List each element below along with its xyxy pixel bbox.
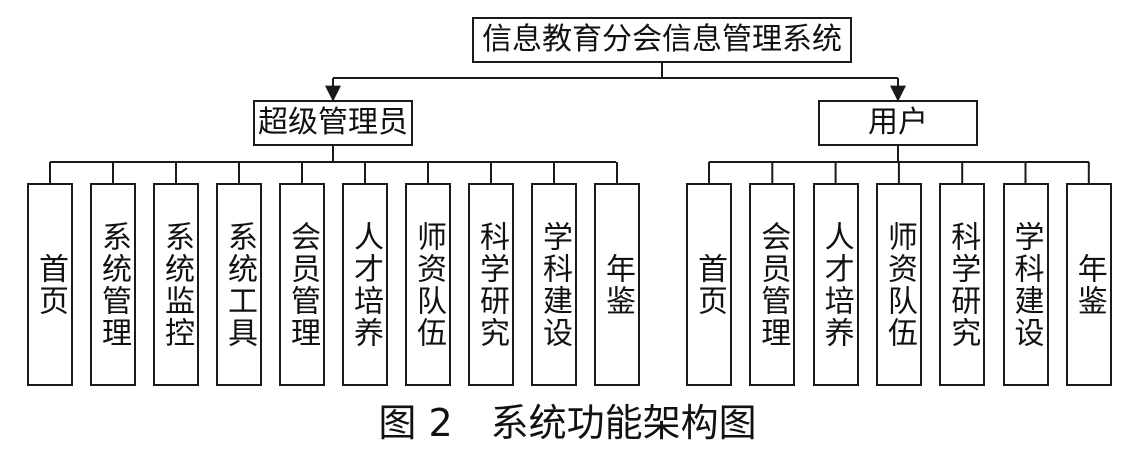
admin-module-box: 师资队伍 xyxy=(405,183,451,386)
admin-module-drops xyxy=(49,162,618,183)
user-module-label: 首页 xyxy=(692,252,727,317)
user-module-box: 年鉴 xyxy=(1065,183,1112,386)
admin-module-box: 年鉴 xyxy=(594,183,640,386)
user-module-box: 会员管理 xyxy=(749,183,796,386)
admin-module-label: 学科建设 xyxy=(537,220,572,349)
user-module-label: 师资队伍 xyxy=(881,220,917,349)
admin-module-label: 师资队伍 xyxy=(411,220,446,349)
user-node-label: 用户 xyxy=(868,105,928,140)
user-module-box: 科学研究 xyxy=(939,183,986,386)
admin-module-label: 系统管理 xyxy=(96,220,131,349)
admin-node-label: 超级管理员 xyxy=(258,105,408,140)
user-module-box: 师资队伍 xyxy=(875,183,922,386)
admin-module-box: 系统管理 xyxy=(90,183,136,386)
root-node-label: 信息教育分会信息管理系统 xyxy=(482,22,842,57)
admin-module-label: 系统监控 xyxy=(159,220,194,349)
user-module-box: 首页 xyxy=(686,183,732,386)
admin-module-label: 系统工具 xyxy=(222,220,257,349)
admin-module-box: 科学研究 xyxy=(468,183,514,386)
user-module-box: 学科建设 xyxy=(1002,183,1049,386)
admin-module-box: 学科建设 xyxy=(531,183,577,386)
admin-module-box: 会员管理 xyxy=(279,183,325,386)
user-module-drops xyxy=(708,162,1090,183)
user-module-box: 人才培养 xyxy=(812,183,859,386)
user-module-label: 人才培养 xyxy=(818,220,854,349)
admin-module-label: 人才培养 xyxy=(348,220,383,349)
admin-module-label: 科学研究 xyxy=(474,220,509,349)
admin-module-box: 人才培养 xyxy=(342,183,388,386)
user-node: 用户 xyxy=(818,100,978,146)
admin-module-box: 系统工具 xyxy=(216,183,262,386)
user-module-label: 科学研究 xyxy=(945,220,981,349)
admin-module-label: 年鉴 xyxy=(600,252,635,317)
user-module-label: 年鉴 xyxy=(1071,252,1107,317)
admin-module-box: 首页 xyxy=(27,183,73,386)
user-module-label: 学科建设 xyxy=(1008,220,1044,349)
admin-node: 超级管理员 xyxy=(253,100,413,146)
admin-module-label: 首页 xyxy=(33,252,68,317)
root-node: 信息教育分会信息管理系统 xyxy=(472,17,852,63)
admin-module-label: 会员管理 xyxy=(285,220,320,349)
figure-caption: 图 2 系统功能架构图 xyxy=(378,401,757,445)
user-module-label: 会员管理 xyxy=(755,220,791,349)
admin-module-box: 系统监控 xyxy=(153,183,199,386)
